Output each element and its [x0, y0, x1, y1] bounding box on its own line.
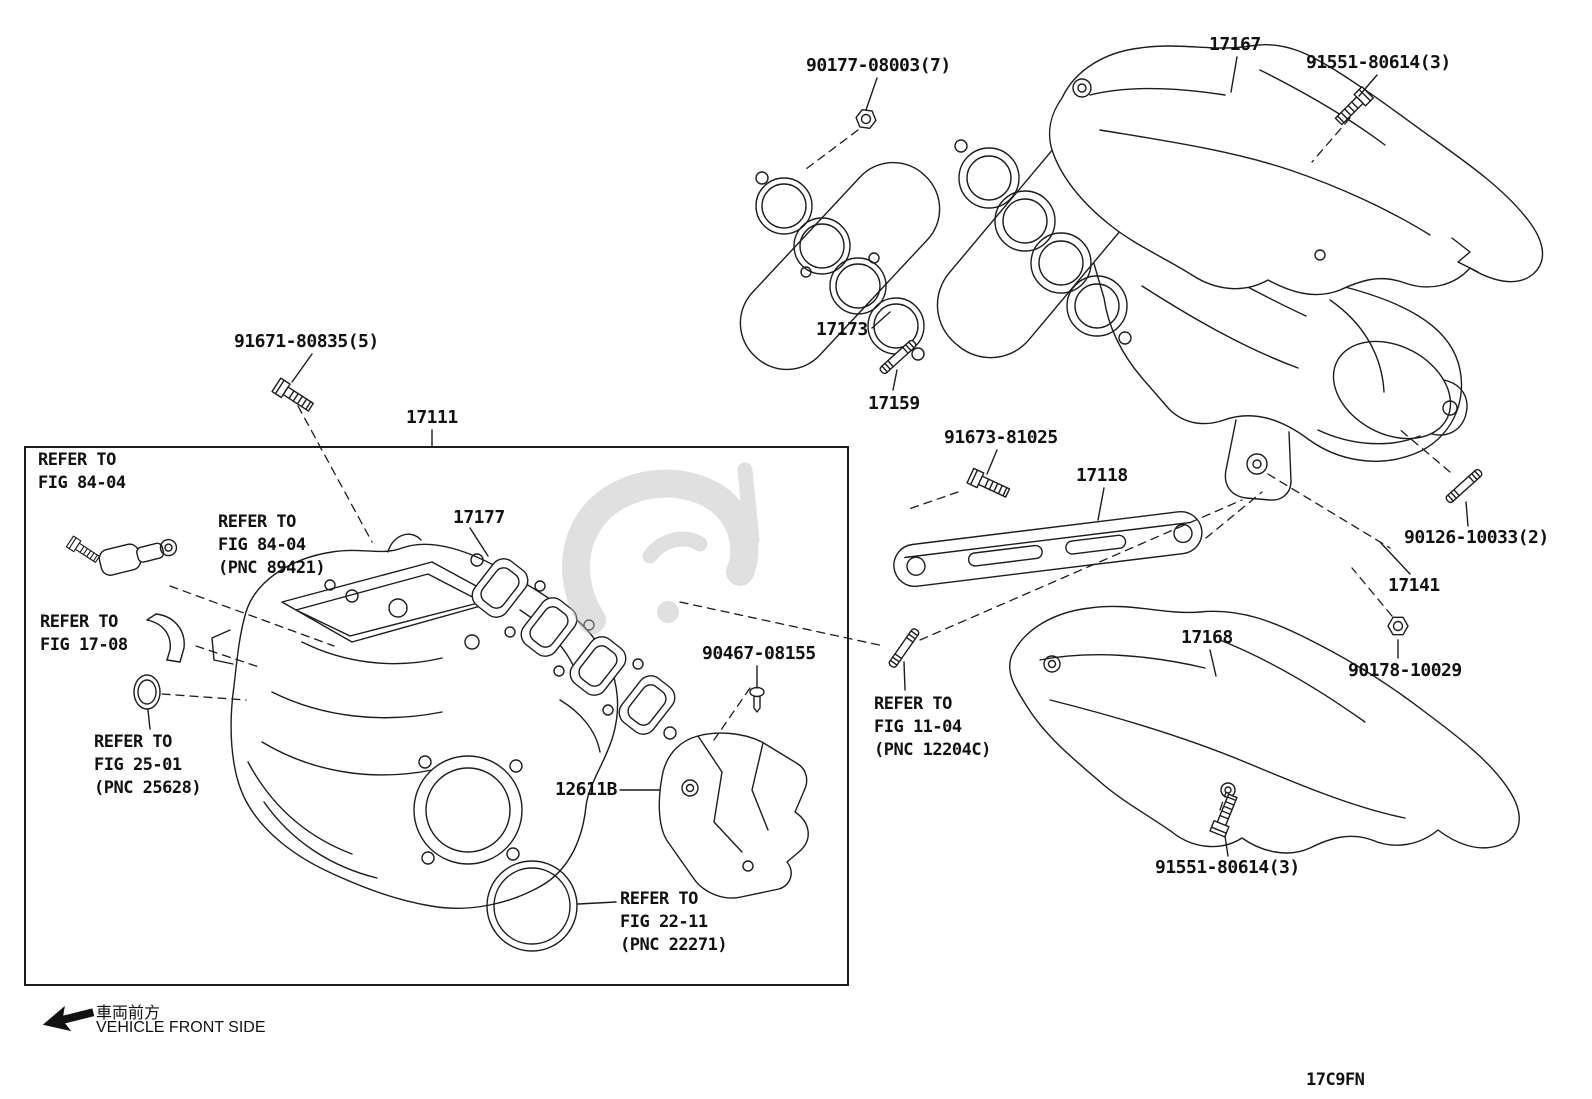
intake-section-border — [24, 446, 849, 986]
leader-lines — [147, 56, 1469, 905]
bracket-12611b-drawing — [658, 732, 809, 899]
ref-note-fig-25-01: REFER TO FIG 25-01 (PNC 25628) — [94, 731, 202, 800]
watermark — [562, 462, 760, 634]
ref-line: FIG 22-11 — [620, 911, 708, 932]
ref-line: FIG 84-04 — [218, 534, 306, 555]
part-label-91551-80614-top[interactable]: 91551-80614(3) — [1306, 52, 1451, 73]
ref-line: (PNC 25628) — [94, 777, 202, 798]
part-label-17159[interactable]: 17159 — [868, 393, 920, 414]
vehicle-front-label-jp: 車両前方 — [96, 1005, 161, 1022]
diagram-code: 17C9FN — [1306, 1070, 1365, 1090]
vehicle-front-arrow — [42, 1005, 95, 1032]
part-label-12611b[interactable]: 12611B — [555, 779, 618, 800]
ref-line: (PNC 22271) — [620, 934, 728, 955]
part-label-90126-10033[interactable]: 90126-10033(2) — [1404, 527, 1549, 548]
part-label-17111[interactable]: 17111 — [406, 407, 458, 428]
clip-90467-drawing — [749, 686, 765, 713]
ref-line: FIG 84-04 — [38, 472, 126, 493]
oring-drawing — [133, 674, 161, 710]
part-label-90178-10029[interactable]: 90178-10029 — [1348, 660, 1462, 681]
throttle-body-gasket-drawing — [486, 860, 578, 952]
ref-line: FIG 25-01 — [94, 754, 182, 775]
assembly-dashed-lines — [161, 117, 1451, 811]
ref-note-fig-11-04: REFER TO FIG 11-04 (PNC 12204C) — [874, 693, 991, 762]
ref-line: REFER TO — [94, 732, 172, 752]
nut-90177-drawing — [854, 108, 878, 130]
nut-90178-drawing — [1387, 616, 1409, 636]
ref-line: REFER TO — [40, 612, 118, 632]
manifold-stay-drawing — [893, 510, 1203, 588]
ref-line: (PNC 12204C) — [874, 739, 991, 760]
part-label-17177[interactable]: 17177 — [453, 507, 505, 528]
intake-gasket-drawing — [470, 553, 677, 740]
ref-line: REFER TO — [620, 889, 698, 909]
ref-note-fig-84-04-left: REFER TO FIG 84-04 — [38, 449, 126, 495]
part-label-90467-08155[interactable]: 90467-08155 — [702, 643, 816, 664]
ref-line: REFER TO — [874, 694, 952, 714]
heat-shield-upper-drawing — [1048, 44, 1544, 296]
part-label-90177-08003[interactable]: 90177-08003(7) — [806, 55, 951, 76]
bolt-fig8404-drawing — [65, 535, 102, 566]
ref-line: FIG 17-08 — [40, 634, 128, 655]
stud-90126-drawing — [1444, 467, 1484, 505]
ref-line: REFER TO — [38, 450, 116, 470]
part-label-91671-80835[interactable]: 91671-80835(5) — [234, 331, 379, 352]
part-label-17173[interactable]: 17173 — [816, 319, 868, 340]
heat-shield-lower-drawing — [1009, 605, 1520, 854]
part-label-91673-81025[interactable]: 91673-81025 — [944, 427, 1058, 448]
part-label-17167[interactable]: 17167 — [1209, 34, 1261, 55]
vehicle-front-label-en: VEHICLE FRONT SIDE — [96, 1019, 266, 1036]
ref-line: (PNC 89421) — [218, 557, 326, 578]
part-label-91551-80614-bottom[interactable]: 91551-80614(3) — [1155, 857, 1300, 878]
bolt-91673-drawing — [966, 467, 1012, 501]
exhaust-gasket-drawing — [739, 161, 941, 371]
sensor-drawing — [98, 538, 178, 576]
part-label-17141[interactable]: 17141 — [1388, 575, 1440, 596]
intake-manifold-drawing — [211, 533, 619, 909]
part-label-17168[interactable]: 17168 — [1181, 627, 1233, 648]
ref-line: REFER TO — [218, 512, 296, 532]
ref-note-fig-84-04-pnc: REFER TO FIG 84-04 (PNC 89421) — [218, 511, 326, 580]
ref-note-fig-17-08: REFER TO FIG 17-08 — [40, 611, 128, 657]
ref-note-fig-22-11: REFER TO FIG 22-11 (PNC 22271) — [620, 888, 728, 957]
hose-drawing — [146, 613, 185, 663]
bolt-91671-drawing — [271, 377, 316, 415]
part-label-17118[interactable]: 17118 — [1076, 465, 1128, 486]
ref-line: FIG 11-04 — [874, 716, 962, 737]
